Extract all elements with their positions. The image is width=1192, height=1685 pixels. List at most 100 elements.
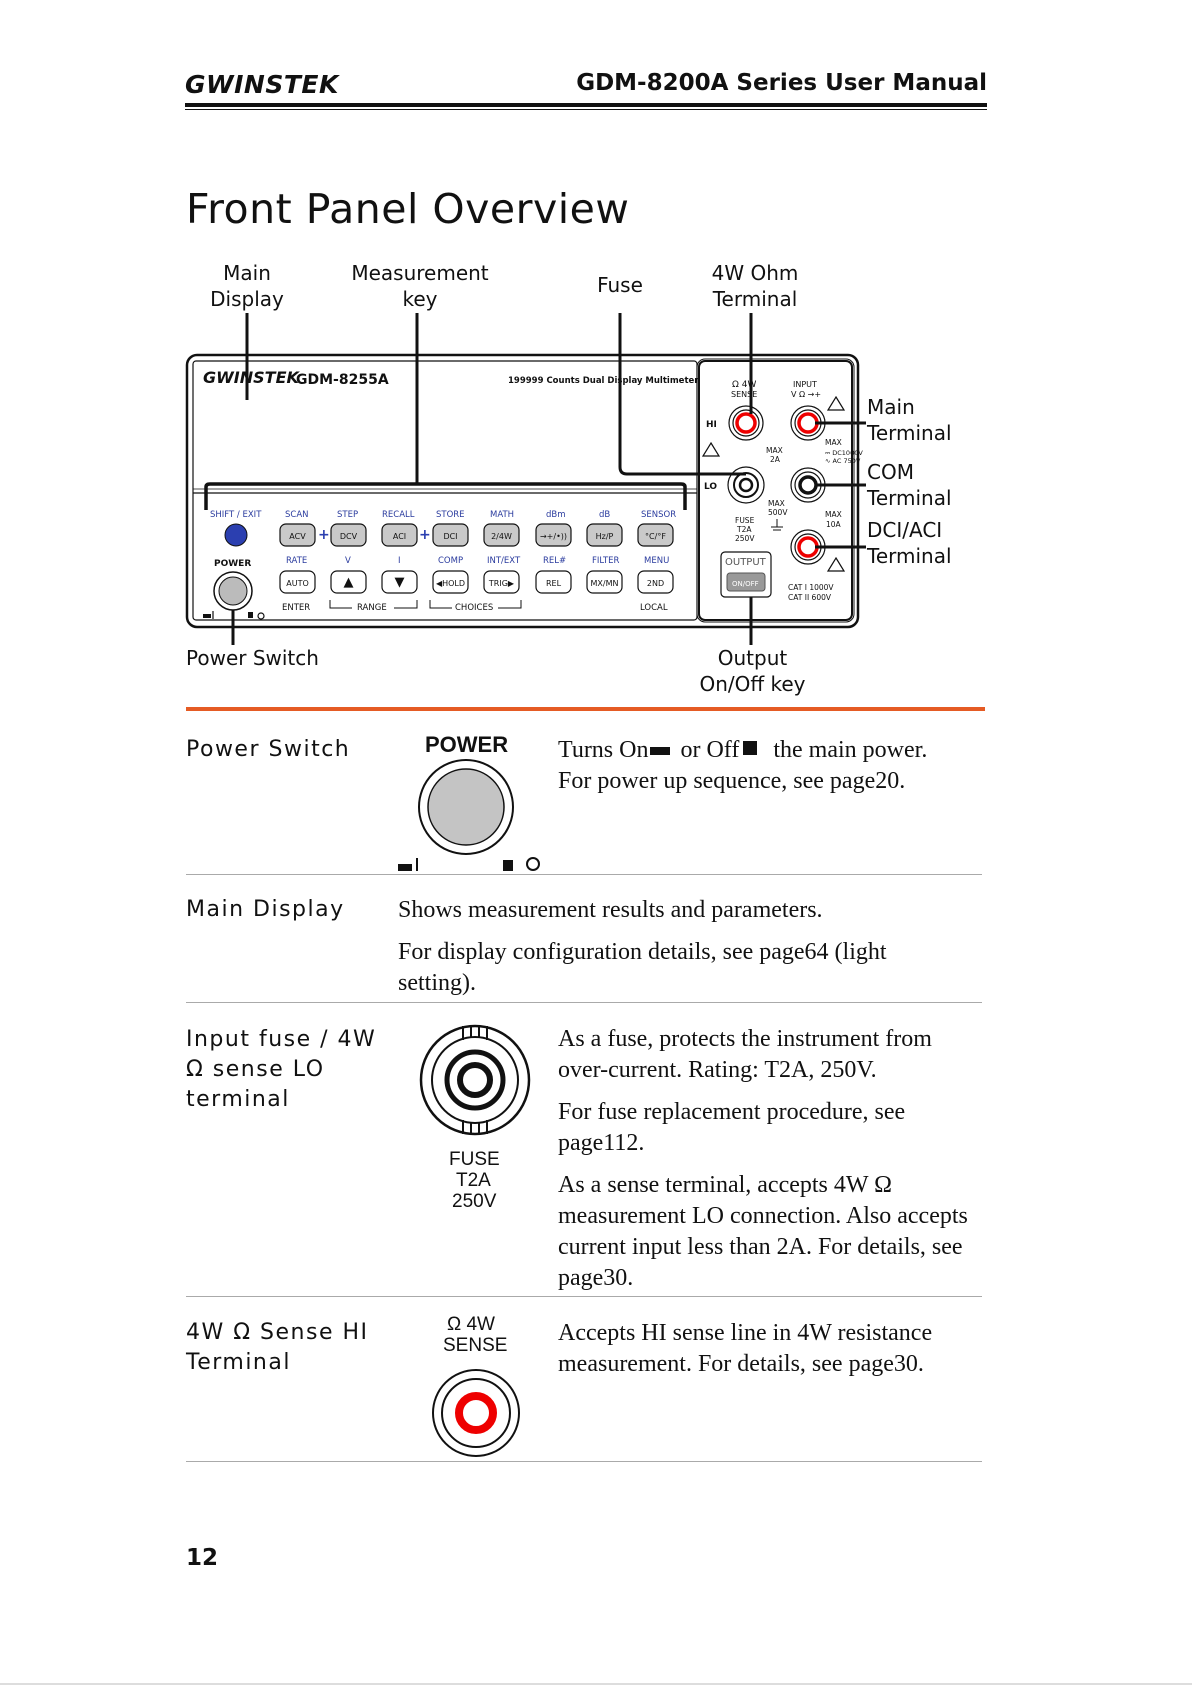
shift-exit-button [224,523,248,547]
svg-text:DCV: DCV [340,532,358,541]
top-label-3: RECALL [382,510,415,520]
row-divider [186,1461,982,1462]
bottom-key-7: 2ND [637,570,674,594]
page-heading: Front Panel Overview [186,185,630,233]
svg-text:Hz/P: Hz/P [596,532,614,541]
terminal-fuse [727,466,765,504]
svg-text:ENTER: ENTER [282,603,310,613]
svg-text:CAT I 1000V: CAT I 1000V [788,583,834,592]
manual-title: GDM-8200A Series User Manual [576,70,987,96]
svg-text:⎓ DC1000V: ⎓ DC1000V [825,449,863,457]
svg-text:CHOICES: CHOICES [455,603,493,613]
mid-label-0: RATE [286,556,307,566]
svg-text:SENSE: SENSE [731,390,757,399]
svg-text:V Ω →+: V Ω →+ [791,390,821,399]
svg-text:250V: 250V [735,534,755,543]
key-7: °C/°F [637,523,674,547]
bottom-key-5: REL [535,570,572,594]
callout-power-switch: Power Switch [186,646,319,670]
panel-description: 199999 Counts Dual Display Multimeter [508,376,699,386]
bottom-key-3: ◀HOLD [432,570,469,594]
terminal-labels: Ω 4W SENSE INPUT V Ω →+ HI LO MAX 2A MAX… [704,380,863,602]
header-rule-thin [185,109,987,110]
svg-text:FUSE: FUSE [735,516,755,525]
section-orange-rule [186,707,985,711]
power-off-icon [743,741,758,755]
svg-text:POWER: POWER [425,732,508,757]
mid-label-5: REL# [543,556,566,566]
mid-label-7: MENU [644,556,669,566]
svg-text:LOCAL: LOCAL [640,603,668,613]
row-label-4w-sense-hi: 4W Ω Sense HI Terminal [186,1320,369,1375]
key-1: DCV [330,523,367,547]
svg-text:HI: HI [706,420,717,430]
svg-text:°C/°F: °C/°F [645,532,666,541]
row-label-input-fuse: Input fuse / 4W Ω sense LO terminal [186,1027,377,1112]
svg-text:ON/OFF: ON/OFF [732,580,759,588]
svg-text:2/4W: 2/4W [491,532,512,541]
svg-text:10A: 10A [826,520,842,529]
svg-text:AUTO: AUTO [286,579,309,588]
mid-label-3: COMP [438,556,463,566]
callout-leader-lines [231,313,866,645]
front-panel-diagram: GWINSTEK GDM-8255A 199999 Counts Dual Di… [185,313,866,645]
svg-text:MAX: MAX [825,510,842,519]
row-divider [186,1002,982,1003]
svg-text:500V: 500V [768,508,788,517]
bottom-key-1: ▲ [330,570,367,594]
svg-text:MAX: MAX [768,499,785,508]
header-rule [185,103,987,107]
top-label-1: SCAN [285,510,309,520]
fuse-terminal-icon: FUSE T2A 250V [419,1024,531,1212]
svg-text:DCI: DCI [443,532,457,541]
svg-text:▲: ▲ [344,575,354,590]
power-on-icon [650,747,671,755]
bottom-key-6: MX/MN [586,570,623,594]
svg-text:REL: REL [546,579,562,588]
terminal-dci-aci [790,529,826,565]
bottom-key-2: ▼ [381,570,418,594]
panel-brand: GWINSTEK [203,368,300,387]
svg-text:Ω 4W: Ω 4W [447,1314,495,1335]
top-label-2: STEP [337,510,358,520]
svg-text:ACI: ACI [393,532,406,541]
row-text-input-fuse: As a fuse, protects the instrument from … [558,1026,968,1291]
svg-text:RANGE: RANGE [357,603,387,613]
svg-text:2ND: 2ND [647,579,664,588]
row-divider [186,1296,982,1297]
page-bottom-edge [0,1683,1192,1685]
svg-text:250V: 250V [452,1191,497,1212]
terminal-main [790,405,826,441]
bottom-key-labels: ENTER RANGE CHOICES LOCAL [282,603,668,613]
row-text-power-switch: Turns On or Off the main power. For powe… [558,737,928,794]
top-label-7: dB [599,510,610,520]
svg-text:FUSE: FUSE [449,1149,500,1170]
terminal-4w-sense-hi [728,405,764,441]
svg-text:T2A: T2A [456,1170,491,1191]
row-label-power-switch: Power Switch [186,737,351,762]
brand-logo: GWINSTEK [185,70,339,99]
key-5: →+/•)) [535,523,572,547]
mid-label-2: I [398,556,401,566]
top-label-5: MATH [490,510,514,520]
svg-text:+: + [318,527,330,543]
svg-text:TRIG▶: TRIG▶ [488,579,515,588]
4w-sense-hi-terminal-icon: Ω 4W SENSE [432,1314,520,1457]
svg-text:◀HOLD: ◀HOLD [436,579,465,588]
row-label-main-display: Main Display [186,897,345,922]
top-label-6: dBm [546,510,566,520]
key-0: ACV [279,523,316,547]
svg-text:T2A: T2A [736,525,752,534]
svg-text:Ω 4W: Ω 4W [732,380,756,390]
top-keys: ACV DCV ACI DCI 2/4W →+/•)) Hz/P °C/°F [279,523,674,547]
svg-text:→+/•)): →+/•)) [540,532,567,541]
svg-text:+: + [419,527,431,543]
key-6: Hz/P [586,523,623,547]
